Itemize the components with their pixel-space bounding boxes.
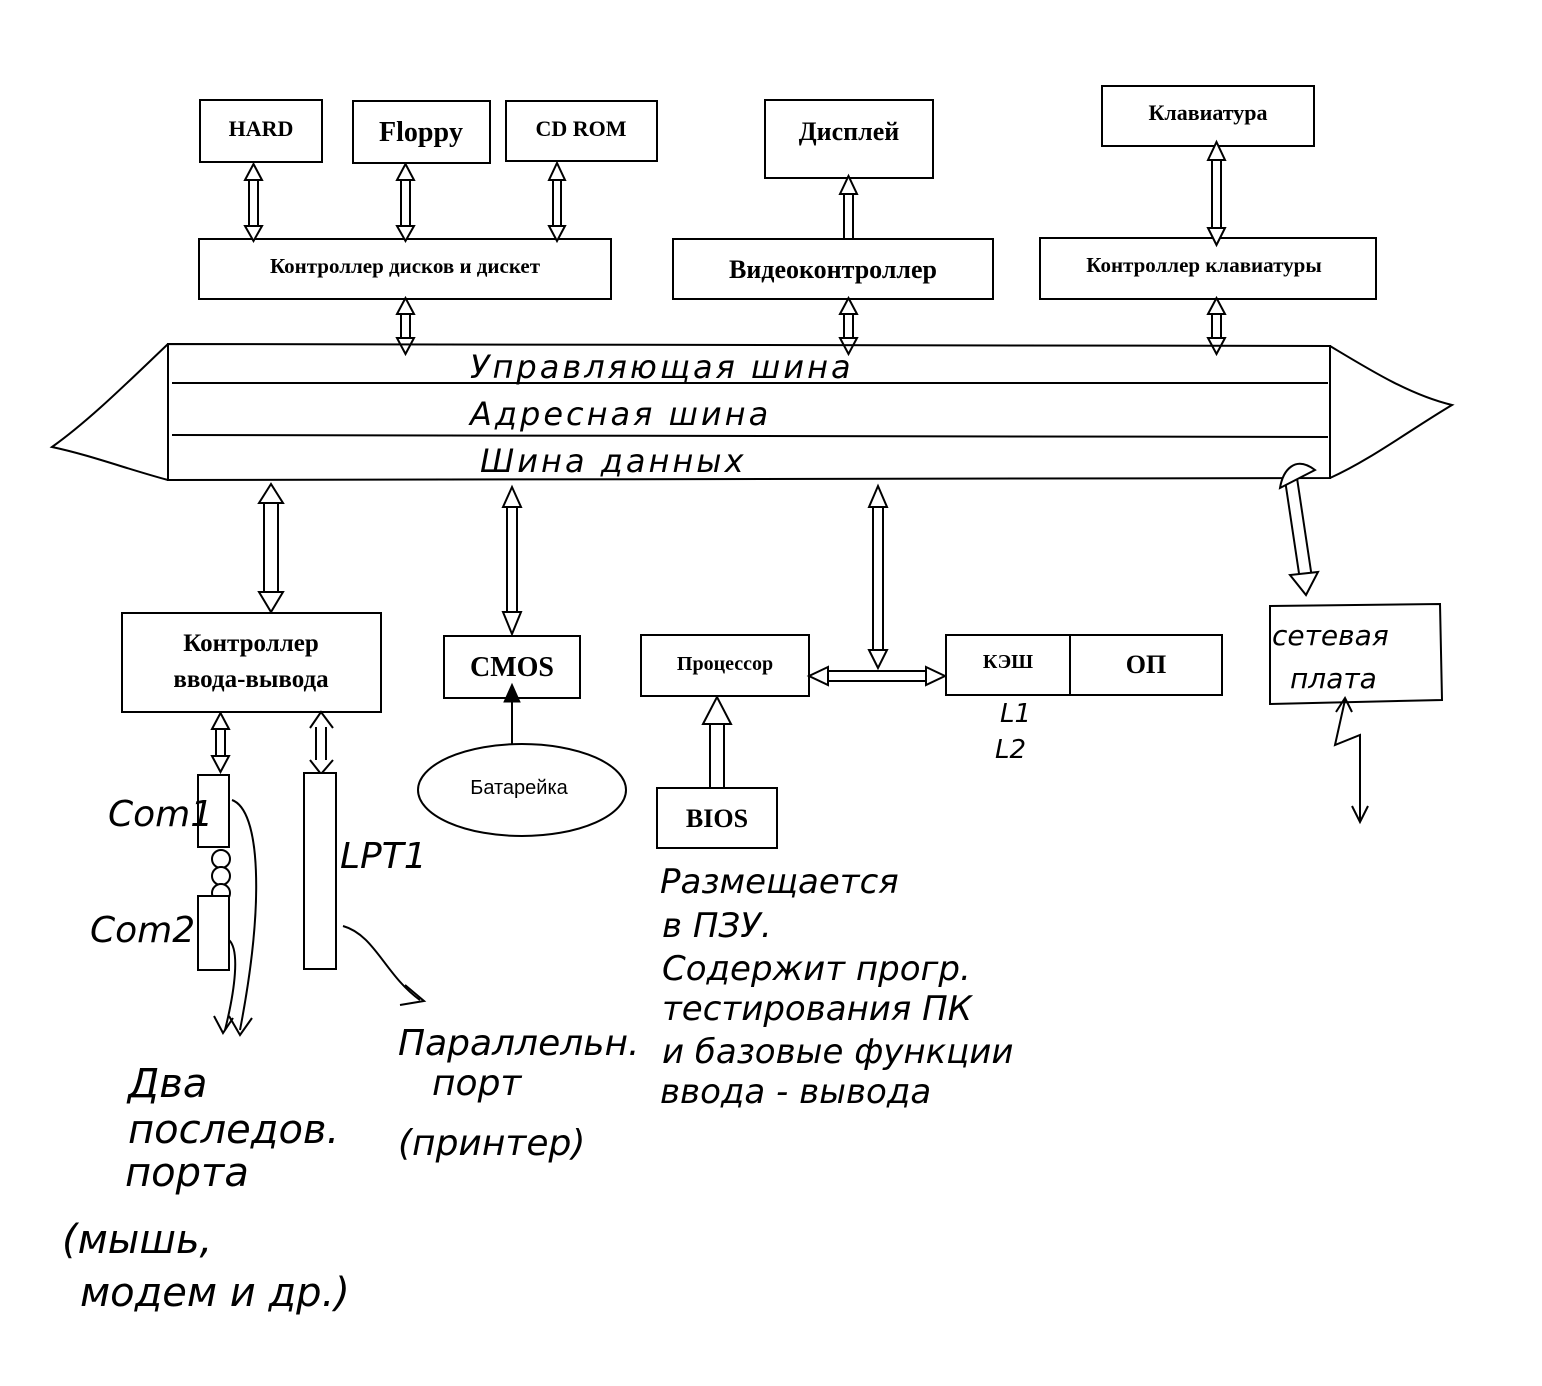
cpu-box: Процессор	[640, 634, 810, 697]
bios-note-line-1: Размещается	[660, 862, 899, 902]
keyboard-box: Клавиатура	[1101, 85, 1315, 147]
arrow-io-lpt	[309, 710, 334, 776]
com1-curve-arrowhead	[228, 1015, 253, 1037]
arrow-bus-io-controller	[257, 482, 285, 614]
network-label-1: сетевая	[1272, 619, 1389, 652]
cache-levels-note: L1 L2	[995, 699, 1031, 765]
com2-curve-arrow	[224, 939, 237, 1031]
battery-ellipse: Батарейка	[417, 682, 627, 837]
serial-note-line-5: модем и др.)	[80, 1270, 350, 1316]
cache-level-l1: L1	[1000, 699, 1031, 729]
lpt1-label: LPT1	[340, 836, 427, 877]
network-signal-arrow	[1333, 695, 1369, 825]
system-bus: Управляющая шина Адресная шина Шина данн…	[49, 342, 1455, 482]
network-label-2: плата	[1290, 662, 1377, 695]
data-bus-label: Шина данных	[480, 442, 747, 480]
cache-label: КЭШ	[983, 651, 1033, 673]
arrow-cdrom-controller	[547, 160, 567, 244]
disk-controller-label: Контроллер дисков и дискет	[270, 254, 541, 278]
com2-curve-arrowhead	[213, 1015, 234, 1035]
keyboard-controller-box: Контроллер клавиатуры	[1039, 237, 1377, 300]
video-controller-box: Видеоконтроллер	[672, 238, 994, 300]
serial-note: Два последов. порта (мышь, модем и др.)	[62, 1061, 350, 1316]
serial-note-line-1: Два	[126, 1061, 207, 1107]
io-controller-label-1: Контроллер	[183, 630, 319, 657]
bios-box: BIOS	[656, 787, 778, 849]
parallel-note: Параллельн. порт (принтер)	[398, 1023, 639, 1164]
cmos-box: CMOS	[443, 635, 581, 699]
arrow-floppy-controller	[395, 161, 416, 244]
battery-label: Батарейка	[470, 777, 568, 799]
ram-label: ОП	[1126, 650, 1166, 679]
arrow-cpu-cache	[806, 665, 948, 687]
com2-label: Com2	[90, 910, 195, 951]
arrow-bus-network	[1278, 462, 1320, 597]
serial-note-line-2: последов.	[128, 1107, 339, 1153]
port-chain	[211, 849, 231, 903]
floppy-label: Floppy	[379, 117, 463, 148]
video-controller-label: Видеоконтроллер	[729, 255, 937, 284]
cpu-label: Процессор	[677, 653, 773, 675]
bios-note-line-5: и базовые функции	[662, 1032, 1014, 1072]
arrow-disk-controller-bus	[395, 295, 416, 357]
bios-note-line-2: в ПЗУ.	[662, 906, 772, 946]
control-bus-label: Управляющая шина	[470, 348, 854, 386]
keyboard-label: Клавиатура	[1148, 100, 1267, 125]
parallel-note-line-2: порт	[432, 1063, 522, 1104]
network-card-box: сетевая плата	[1269, 602, 1444, 706]
bios-note: Размещается в ПЗУ. Содержит прогр. тести…	[660, 862, 1014, 1112]
parallel-note-line-3: (принтер)	[398, 1123, 585, 1164]
cdrom-box: CD ROM	[505, 100, 658, 162]
lpt1-curve-arrow	[342, 925, 421, 1001]
cmos-label: CMOS	[470, 652, 554, 683]
bios-note-line-3: Содержит прогр.	[662, 949, 971, 989]
arrow-hard-controller	[243, 161, 264, 244]
com1-port: Com1	[108, 774, 230, 848]
address-bus-label: Адресная шина	[468, 395, 771, 433]
arrow-bus-cmos	[501, 484, 523, 637]
com1-label: Com1	[108, 794, 213, 835]
arrow-bios-cpu	[701, 694, 733, 788]
bios-note-line-6: ввода - вывода	[660, 1072, 931, 1112]
bios-label: BIOS	[686, 804, 748, 833]
disk-controller-box: Контроллер дисков и дискет	[198, 238, 612, 300]
com2-port: Com2	[90, 895, 230, 971]
floppy-box: Floppy	[352, 100, 491, 164]
cdrom-label: CD ROM	[535, 116, 626, 141]
lpt1-port: LPT1	[303, 772, 427, 970]
io-controller-label-2: ввода-вывода	[173, 666, 329, 693]
hard-label: HARD	[229, 116, 294, 141]
keyboard-controller-label: Контроллер клавиатуры	[1086, 253, 1321, 277]
arrow-bus-cpu-link	[867, 483, 889, 671]
parallel-note-line-1: Параллельн.	[398, 1023, 639, 1064]
serial-note-line-4: (мышь,	[62, 1217, 212, 1263]
cache-level-l2: L2	[995, 735, 1026, 765]
io-controller-box: Контроллер ввода-вывода	[121, 612, 382, 713]
serial-note-line-3: порта	[125, 1150, 249, 1196]
com1-curve-arrow	[231, 799, 258, 1031]
cache-ram-box: КЭШ ОП	[945, 634, 1223, 696]
display-label: Дисплей	[799, 117, 900, 146]
arrow-io-com	[210, 710, 231, 775]
display-box: Дисплей	[764, 99, 934, 179]
bios-note-line-4: тестирования ПК	[662, 989, 974, 1029]
lpt1-curve-arrowhead	[399, 984, 427, 1006]
hard-box: HARD	[199, 99, 323, 163]
arrow-video-display	[838, 173, 859, 238]
arrow-keyboard-controller	[1206, 139, 1227, 248]
